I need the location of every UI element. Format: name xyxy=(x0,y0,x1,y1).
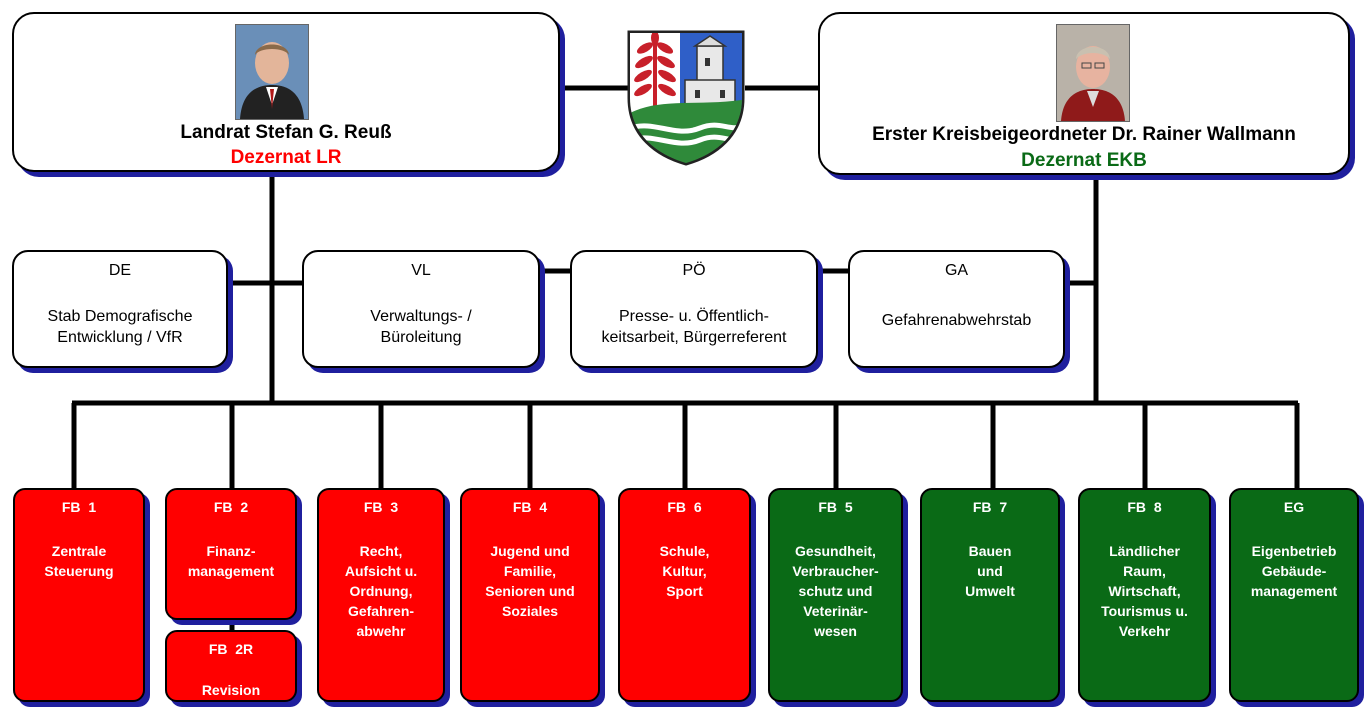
department-code: FB 7 xyxy=(972,499,1008,515)
department-box-fb7: FB 7 Bauen und Umwelt xyxy=(920,488,1060,702)
department-title: Gesundheit, Verbraucher- schutz und Vete… xyxy=(792,543,879,639)
department-title: Revision xyxy=(201,682,261,698)
department-box-fb4: FB 4 Jugend und Familie, Senioren und So… xyxy=(460,488,600,702)
department-box-fb2: FB 2 Finanz- management xyxy=(165,488,297,620)
department-box-eg: EG Eigenbetrieb Gebäude- management xyxy=(1229,488,1359,702)
department-title: Ländlicher Raum, Wirtschaft, Tourismus u… xyxy=(1101,543,1188,639)
department-title: Jugend und Familie, Senioren und Soziale… xyxy=(485,543,575,619)
department-box-fb3: FB 3 Recht, Aufsicht u. Ordnung, Gefahre… xyxy=(317,488,445,702)
coat-of-arms-icon xyxy=(627,30,745,166)
portrait-landrat-photo xyxy=(235,24,309,120)
staff-title: Gefahrenabwehrstab xyxy=(881,312,1032,329)
staff-box-de: DE Stab Demografische Entwicklung / VfR xyxy=(12,250,228,368)
staff-code: GA xyxy=(944,262,969,279)
department-code: EG xyxy=(1283,499,1305,515)
staff-code: PÖ xyxy=(682,262,706,279)
portrait-ekb-photo xyxy=(1056,24,1130,122)
department-box-fb6: FB 6 Schule, Kultur, Sport xyxy=(618,488,751,702)
department-title: Eigenbetrieb Gebäude- management xyxy=(1250,543,1338,599)
department-code: FB 8 xyxy=(1127,499,1162,515)
staff-title: Presse- u. Öffentlich- keitsarbeit, Bürg… xyxy=(601,308,787,346)
department-title: Recht, Aufsicht u. Ordnung, Gefahren- ab… xyxy=(344,543,418,639)
department-title: Bauen und Umwelt xyxy=(965,543,1015,599)
department-code: FB 1 xyxy=(61,499,97,515)
department-code: FB 6 xyxy=(667,499,702,515)
department-code: FB 4 xyxy=(512,499,548,515)
staff-title: Verwaltungs- / Büroleitung xyxy=(370,308,472,346)
staff-box-vl: VL Verwaltungs- / Büroleitung xyxy=(302,250,540,368)
department-box-fb1: FB 1 Zentrale Steuerung xyxy=(13,488,145,702)
department-code: FB 5 xyxy=(818,499,853,515)
staff-code: VL xyxy=(411,262,431,279)
staff-box-ga: GA Gefahrenabwehrstab xyxy=(848,250,1065,368)
department-box-fb2r: FB 2R Revision xyxy=(165,630,297,702)
department-code: FB 2R xyxy=(208,641,254,657)
department-title: Finanz- management xyxy=(187,543,275,579)
staff-title: Stab Demografische Entwicklung / VfR xyxy=(47,308,193,346)
leader-name-landrat: Landrat Stefan G. Reuß xyxy=(180,122,392,143)
staff-box-po: PÖ Presse- u. Öffentlich- keitsarbeit, B… xyxy=(570,250,818,368)
dezernat-label-ekb: Dezernat EKB xyxy=(1021,150,1147,171)
dezernat-label-lr: Dezernat LR xyxy=(230,147,342,168)
department-code: FB 3 xyxy=(363,499,399,515)
department-title: Zentrale Steuerung xyxy=(44,543,114,579)
staff-code: DE xyxy=(108,262,132,279)
leader-box-landrat: Landrat Stefan G. Reuß Dezernat LR xyxy=(12,12,560,172)
leader-name-ekb: Erster Kreisbeigeordneter Dr. Rainer Wal… xyxy=(872,124,1296,145)
department-code: FB 2 xyxy=(213,499,249,515)
department-box-fb5: FB 5 Gesundheit, Verbraucher- schutz und… xyxy=(768,488,903,702)
department-title: Schule, Kultur, Sport xyxy=(659,543,710,599)
leader-box-ekb: Erster Kreisbeigeordneter Dr. Rainer Wal… xyxy=(818,12,1350,175)
department-box-fb8: FB 8 Ländlicher Raum, Wirtschaft, Touris… xyxy=(1078,488,1211,702)
